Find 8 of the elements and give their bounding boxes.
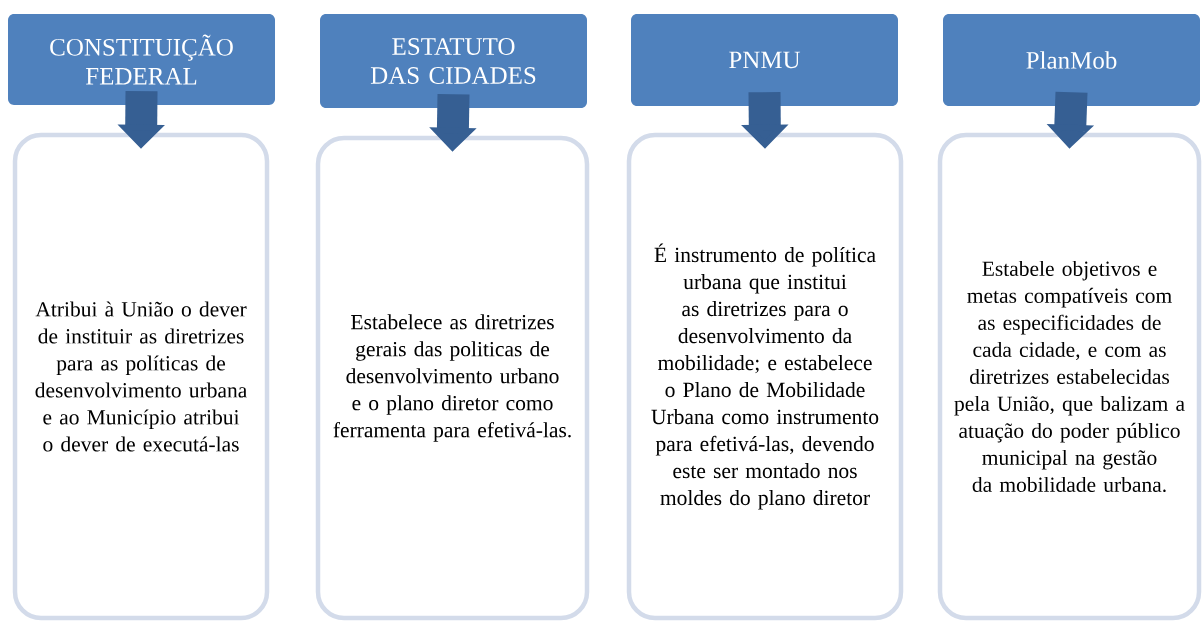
text-box: Atribui à União o dever de instituir as diretrizes para as políticas de desenvolvimento urbana e ao Município atribui o dever de executá-las [12,132,270,621]
text-box: Estabele objetivos e metas compatíveis com as especificidades de cada cidade, e com as diretrizes estabelecidas pela União, que balizam a atuação do poder público municipal na gestão da mobilidade urbana. [937,132,1202,621]
header-box: ESTATUTO DAS CIDADES [320,14,587,108]
header-box: CONSTITUIÇÃO FEDERAL [8,14,275,105]
text-box: Estabelece as diretrizes gerais das politicas de desenvolvimento urbano e o plano diretor como ferramenta para efetivá-las. [315,135,590,621]
header-box: PNMU [631,14,898,106]
text-box: É instrumento de política urbana que institui as diretrizes para o desenvolvimento da mobilidade; e estabelece o Plano de Mobilidade Urbana como instrumento para efetivá-las, devendo este ser montado nos moldes do plano diretor [626,132,904,621]
header-box: PlanMob [943,14,1200,106]
